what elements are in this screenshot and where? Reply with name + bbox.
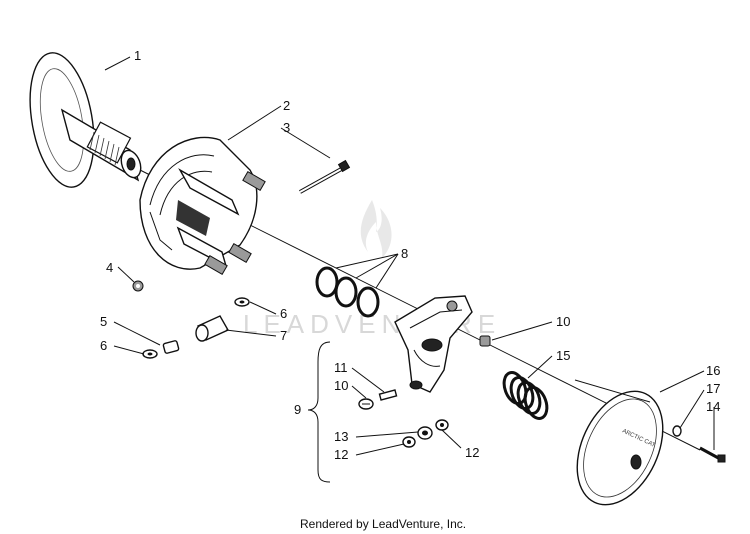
callout-labels: 1 2 3 4 5 6 6 7 8 9 10 10 11 12 12 13 14… — [100, 48, 720, 462]
callout-12-left: 12 — [334, 447, 348, 462]
callout-15: 15 — [556, 348, 570, 363]
callout-3: 3 — [283, 120, 290, 135]
callout-12-right: 12 — [465, 445, 479, 460]
callout-11: 11 — [334, 360, 348, 375]
callout-16: 16 — [706, 363, 720, 378]
callout-7: 7 — [280, 328, 287, 343]
callout-14: 14 — [706, 399, 720, 414]
callout-8: 8 — [401, 246, 408, 261]
credit-text: Rendered by LeadVenture, Inc. — [300, 517, 466, 531]
part-8-shims — [315, 266, 380, 318]
callout-5: 5 — [100, 314, 107, 329]
part-4-nut — [132, 280, 144, 292]
part-14-bolt — [699, 446, 726, 463]
part-10-button-upper — [479, 335, 491, 347]
callout-10-upper: 10 — [556, 314, 570, 329]
part-2-spider-housing — [139, 136, 266, 276]
callout-17: 17 — [706, 381, 720, 396]
leader-lines — [104, 56, 715, 456]
part-9-spider-assembly — [394, 295, 473, 393]
part-16-cover-plate: ARCTIC CAT — [576, 390, 664, 506]
part-15-spring — [502, 371, 549, 420]
part-6-washer-left — [142, 349, 158, 359]
callout-13: 13 — [334, 429, 348, 444]
part-12-nut-right — [435, 419, 449, 431]
part-12-nut-left — [402, 436, 416, 448]
part-5-roller-pin — [162, 340, 180, 354]
watermark-flame-icon — [360, 200, 392, 258]
part-13-washer — [417, 426, 433, 440]
bracket-9 — [307, 341, 331, 483]
part-10-button-lower — [358, 398, 374, 410]
callout-6-right: 6 — [280, 306, 287, 321]
part-7-roller — [195, 315, 229, 342]
part-11-pin — [378, 389, 398, 401]
part-6-washer-right — [234, 297, 250, 307]
callout-9: 9 — [294, 402, 301, 417]
part-3-bolt — [299, 159, 351, 194]
callout-2: 2 — [283, 98, 290, 113]
callout-6-left: 6 — [100, 338, 107, 353]
part-17-washer — [672, 425, 682, 437]
callout-1: 1 — [134, 48, 141, 63]
callout-4: 4 — [106, 260, 113, 275]
callout-10-lower: 10 — [334, 378, 348, 393]
part-1-drive-sheave — [29, 52, 142, 188]
